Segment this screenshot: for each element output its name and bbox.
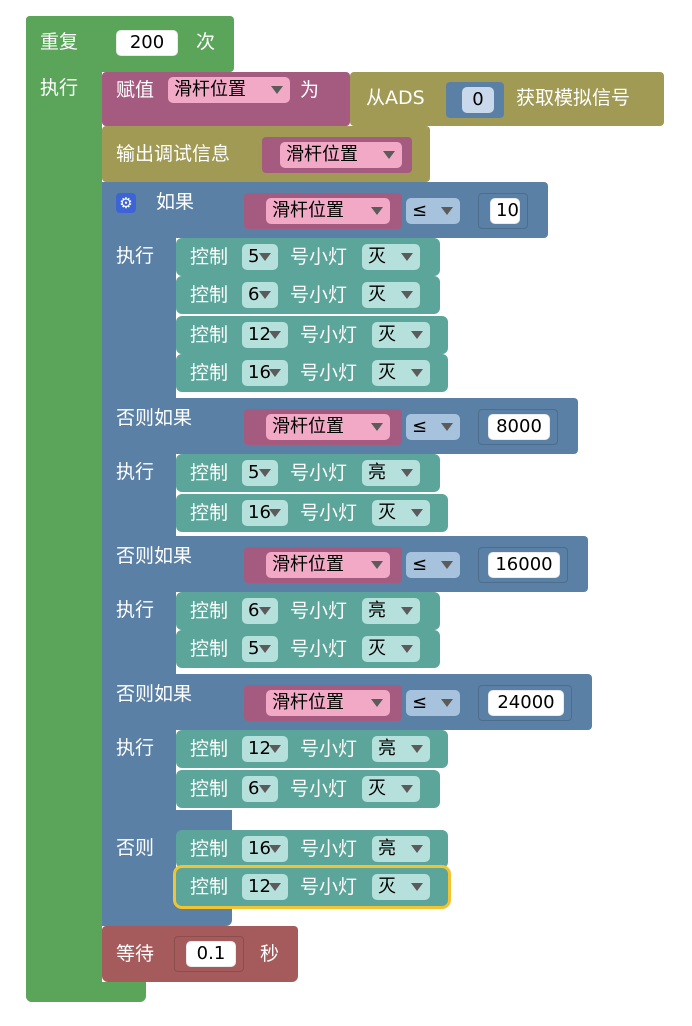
light-pin-dropdown[interactable]: 12 [242,322,288,348]
times-label: 次 [196,31,216,53]
compare-op-dropdown[interactable]: ≤ [406,690,460,716]
light-suffix-label: 号小灯 [290,246,348,268]
assign-to-label: 为 [300,79,320,101]
light-control-block[interactable]: 控制 6 号小灯亮 [176,592,440,630]
light-control-label: 控制 [190,638,229,660]
light-pin-dropdown[interactable]: 16 [242,836,288,862]
seconds-label: 秒 [260,943,280,965]
compare-threshold-input[interactable]: 10 [490,198,520,224]
light-control-label: 控制 [190,462,229,484]
light-control-label: 控制 [190,362,229,384]
light-control-block[interactable]: 控制 5 号小灯灭 [176,238,440,276]
light-state-dropdown[interactable]: 亮 [362,460,420,486]
light-pin-dropdown[interactable]: 6 [242,598,278,624]
light-control-label: 控制 [190,876,229,898]
compare-op-dropdown[interactable]: ≤ [406,552,460,578]
if-do-label: 执行 [116,245,155,267]
repeat-count-input[interactable]: 200 [116,30,178,56]
light-state-dropdown[interactable]: 灭 [362,244,420,270]
compare-var-dropdown[interactable]: 滑杆位置 [266,414,390,440]
light-control-label: 控制 [190,838,229,860]
assign-var-dropdown[interactable]: 滑杆位置 [168,77,290,103]
light-suffix-label: 号小灯 [290,600,348,622]
light-control-block[interactable]: 控制 6 号小灯灭 [176,770,440,808]
light-suffix-label: 号小灯 [290,638,348,660]
light-control-block[interactable]: 控制 12 号小灯灭 [176,316,448,354]
wait-seconds-input[interactable]: 0.1 [186,941,236,967]
compare-op-dropdown[interactable]: ≤ [406,414,460,440]
light-control-block[interactable]: 控制 16 号小灯灭 [176,494,448,532]
compare-var-dropdown[interactable]: 滑杆位置 [266,198,390,224]
compare-threshold-input[interactable]: 8000 [488,414,550,440]
light-pin-dropdown[interactable]: 5 [242,244,278,270]
light-pin-dropdown[interactable]: 16 [242,360,288,386]
ads-channel-input[interactable]: 0 [462,87,494,113]
light-suffix-label: 号小灯 [300,362,358,384]
light-state-dropdown[interactable]: 灭 [362,776,420,802]
compare-op-dropdown[interactable]: ≤ [406,198,460,224]
light-control-label: 控制 [190,502,229,524]
gear-icon[interactable]: ⚙ [116,193,136,213]
debug-var-dropdown[interactable]: 滑杆位置 [280,142,402,168]
light-suffix-label: 号小灯 [290,284,348,306]
repeat-label: 重复 [40,31,79,53]
light-control-block[interactable]: 控制 16 号小灯灭 [176,354,448,392]
elseif-label-1: 否则如果 [116,407,193,429]
light-pin-dropdown[interactable]: 16 [242,500,288,526]
compare-threshold-input[interactable]: 24000 [488,690,564,716]
light-control-block[interactable]: 控制 12 号小灯灭 [176,868,448,906]
light-control-label: 控制 [190,778,229,800]
compare-threshold-input[interactable]: 16000 [488,552,560,578]
ads-from-label: 从ADS [366,87,425,109]
light-pin-dropdown[interactable]: 5 [242,460,278,486]
elseif-do-label-1: 执行 [116,461,155,483]
if-label: 如果 [156,191,195,213]
elseif-do-label-2: 执行 [116,599,155,621]
light-pin-dropdown[interactable]: 6 [242,776,278,802]
light-state-dropdown[interactable]: 亮 [372,736,430,762]
light-pin-dropdown[interactable]: 5 [242,636,278,662]
light-suffix-label: 号小灯 [300,738,358,760]
light-state-dropdown[interactable]: 灭 [362,636,420,662]
light-suffix-label: 号小灯 [290,462,348,484]
light-control-block[interactable]: 控制 16 号小灯亮 [176,830,448,868]
assign-label: 赋值 [116,79,155,101]
light-pin-dropdown[interactable]: 12 [242,874,288,900]
light-control-block[interactable]: 控制 5 号小灯灭 [176,630,440,668]
light-state-dropdown[interactable]: 灭 [372,874,430,900]
else-label: 否则 [116,837,155,859]
light-suffix-label: 号小灯 [300,324,358,346]
light-suffix-label: 号小灯 [290,778,348,800]
light-control-label: 控制 [190,600,229,622]
light-state-dropdown[interactable]: 亮 [372,836,430,862]
light-state-dropdown[interactable]: 灭 [372,360,430,386]
light-control-block[interactable]: 控制 6 号小灯灭 [176,276,440,314]
light-state-dropdown[interactable]: 灭 [372,500,430,526]
light-control-block[interactable]: 控制 5 号小灯亮 [176,454,440,492]
elseif-do-label-3: 执行 [116,737,155,759]
light-state-dropdown[interactable]: 灭 [362,282,420,308]
ads-get-label: 获取模拟信号 [516,87,631,109]
elseif-label-2: 否则如果 [116,545,193,567]
light-pin-dropdown[interactable]: 12 [242,736,288,762]
light-control-label: 控制 [190,738,229,760]
light-state-dropdown[interactable]: 灭 [372,322,430,348]
light-suffix-label: 号小灯 [300,876,358,898]
compare-var-dropdown[interactable]: 滑杆位置 [266,552,390,578]
light-control-label: 控制 [190,324,229,346]
wait-label: 等待 [116,943,155,965]
light-control-block[interactable]: 控制 12 号小灯亮 [176,730,448,768]
light-state-dropdown[interactable]: 亮 [362,598,420,624]
light-pin-dropdown[interactable]: 6 [242,282,278,308]
compare-var-dropdown[interactable]: 滑杆位置 [266,690,390,716]
loop-do-label: 执行 [40,77,79,99]
light-suffix-label: 号小灯 [300,838,358,860]
light-control-label: 控制 [190,284,229,306]
light-control-label: 控制 [190,246,229,268]
elseif-label-3: 否则如果 [116,683,193,705]
debug-label: 输出调试信息 [116,143,231,165]
light-suffix-label: 号小灯 [300,502,358,524]
